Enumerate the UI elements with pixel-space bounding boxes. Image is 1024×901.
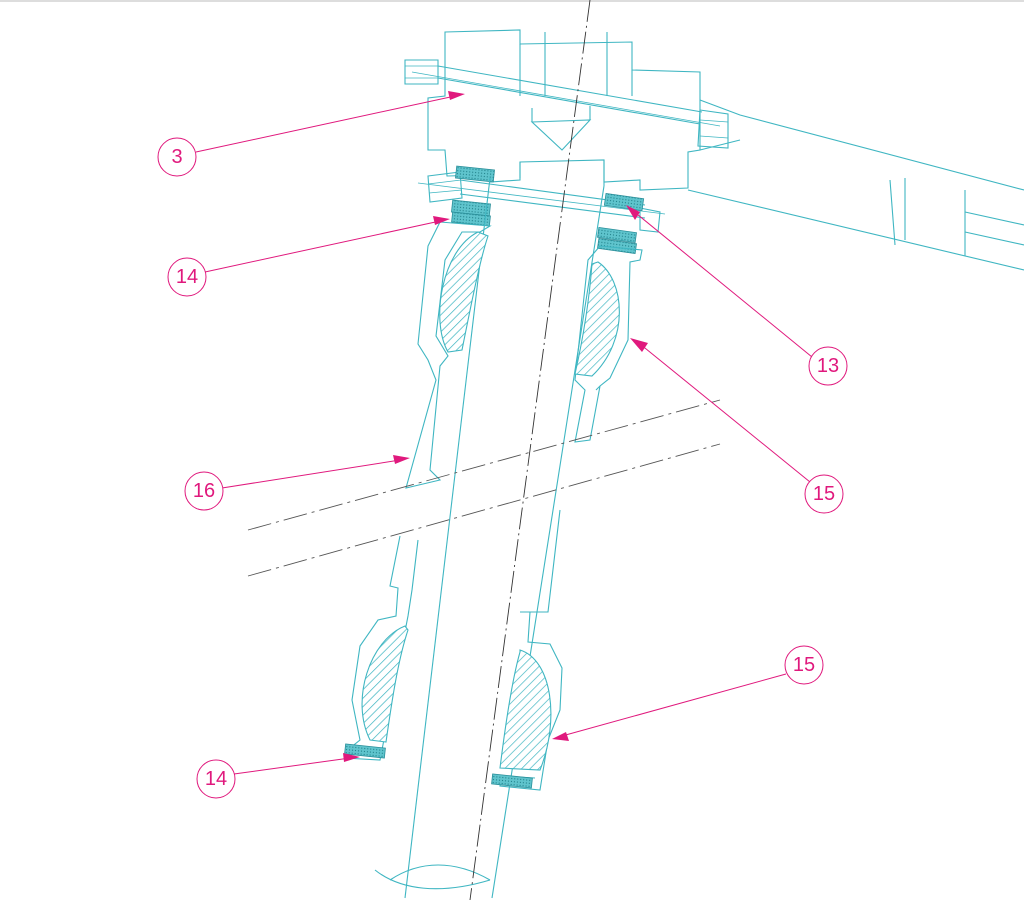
top-clamp xyxy=(404,29,1024,271)
upper-washers xyxy=(451,165,645,255)
break-lines xyxy=(247,399,721,577)
lower-washers xyxy=(344,743,533,789)
upper-bushings xyxy=(439,231,620,377)
shaft xyxy=(374,160,605,899)
callout-3: 3 xyxy=(157,91,465,177)
callout-13-label: 13 xyxy=(817,355,839,377)
upper-bushing-housing xyxy=(405,221,643,489)
callout-14-upper-label: 14 xyxy=(176,266,198,288)
shaft-centerline xyxy=(469,0,591,901)
callout-16-label: 16 xyxy=(193,480,215,502)
callout-15-upper-label: 15 xyxy=(813,483,835,505)
lower-bushings xyxy=(361,625,552,771)
callout-15-upper: 15 xyxy=(630,338,844,514)
callout-15-lower: 15 xyxy=(552,645,824,741)
callout-14-lower-label: 14 xyxy=(205,768,227,790)
callout-14-lower: 14 xyxy=(196,753,360,799)
callout-15-lower-label: 15 xyxy=(793,654,815,676)
callout-16: 16 xyxy=(184,455,410,511)
callout-13: 13 xyxy=(626,205,848,386)
callout-14-upper: 14 xyxy=(167,216,450,297)
callout-3-label: 3 xyxy=(171,146,182,168)
